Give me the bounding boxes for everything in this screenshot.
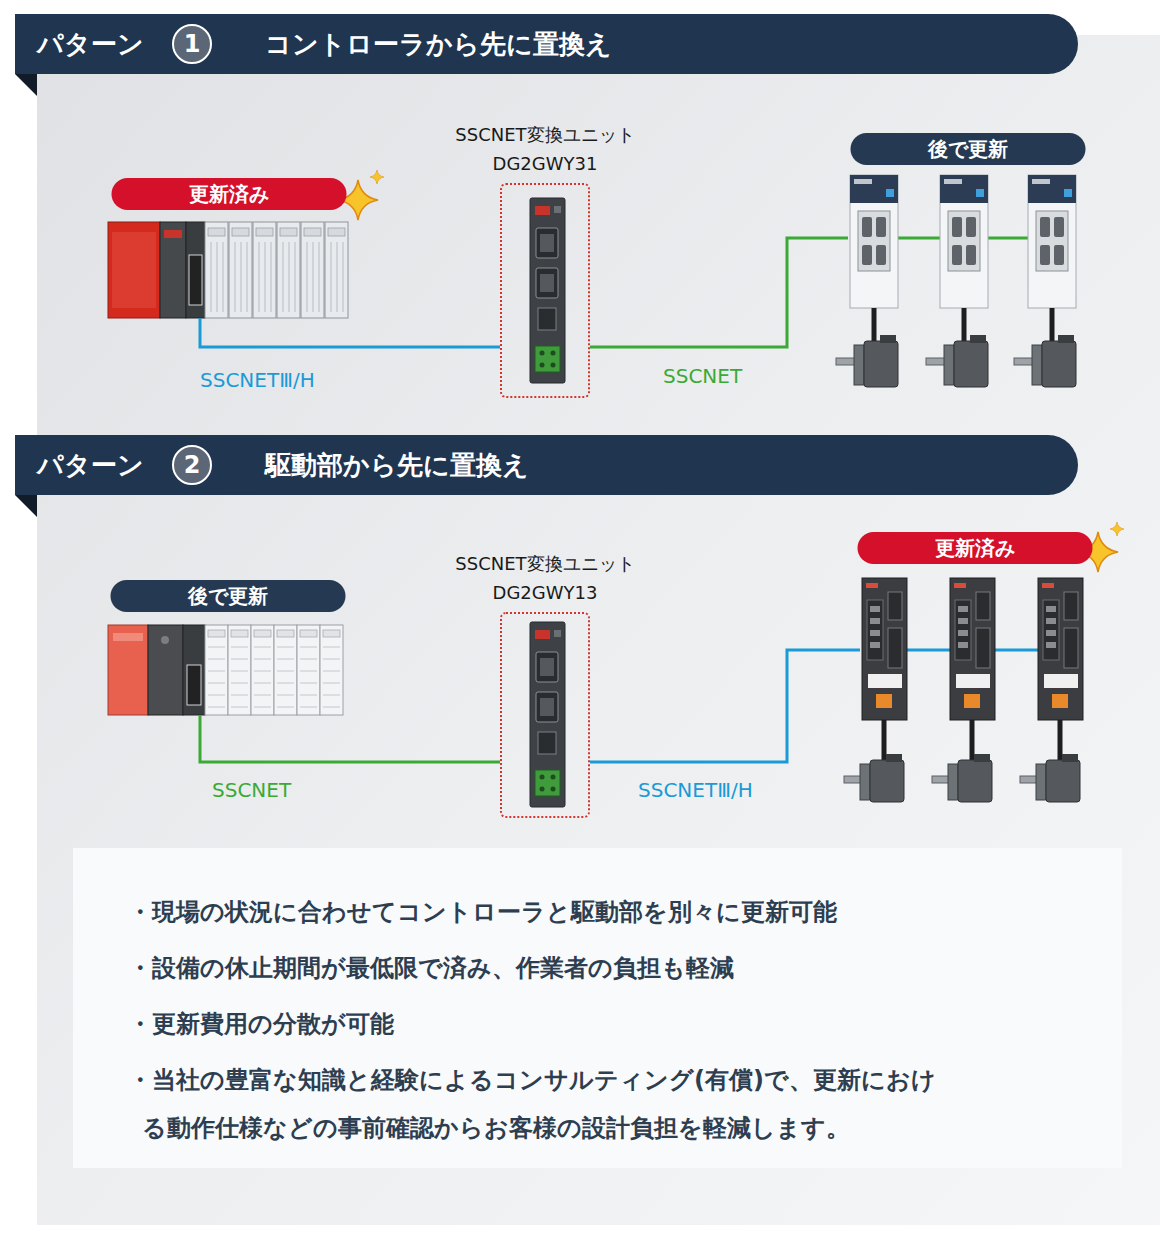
status-badge: 後で更新: [851, 133, 1086, 165]
servo-group: 更新済み: [860, 578, 1090, 800]
network-cable: [590, 650, 860, 762]
servo-group: 後で更新: [848, 175, 1088, 388]
plc-illustration: [108, 222, 348, 318]
note-box: ・現場の状況に合わせてコントローラと駆動部を別々に更新可能・設備の休止期間が最低…: [73, 848, 1122, 1168]
unit-heading: SSCNET変換ユニット DG2GWY31: [430, 121, 660, 179]
note-bullet: ・設備の休止期間が最低限で済み、作業者の負担も軽減: [128, 944, 1082, 992]
step-circle: 1: [172, 24, 212, 64]
servo-illustration: [844, 578, 1083, 802]
header-band: パターン コントローラから先に置換え 1: [15, 14, 1078, 74]
converter-unit: SSCNET変換ユニット DG2GWY13: [500, 612, 590, 818]
converter-module: [530, 198, 565, 383]
pattern-title: 駆動部から先に置換え: [265, 435, 529, 495]
unit-heading: SSCNET変換ユニット DG2GWY13: [430, 550, 660, 608]
controller-unit: 更新済み: [108, 222, 350, 318]
network-label: SSCNETⅢ/H: [200, 368, 315, 392]
step-circle: 2: [172, 445, 212, 485]
step-number: 1: [174, 26, 210, 62]
controller-unit: 後で更新: [108, 625, 348, 715]
band-fold: [15, 495, 37, 517]
pattern-word: パターン: [37, 14, 144, 74]
network-label: SSCNET: [212, 778, 291, 802]
band-fold: [15, 74, 37, 96]
converter-module: [530, 622, 565, 807]
network-label: SSCNET: [663, 364, 742, 388]
status-badge: 更新済み: [858, 532, 1093, 564]
pattern-title: コントローラから先に置換え: [265, 14, 612, 74]
servo-illustration: [836, 175, 1076, 387]
note-bullet: ・更新費用の分散が可能: [128, 1000, 1082, 1048]
step-number: 2: [174, 447, 210, 483]
network-cable: [200, 715, 500, 762]
status-badge: 更新済み: [112, 178, 347, 210]
plc-illustration: [108, 625, 343, 715]
network-cable: [200, 318, 500, 347]
note-bullet: ・現場の状況に合わせてコントローラと駆動部を別々に更新可能: [128, 888, 1082, 936]
network-cable: [590, 238, 848, 347]
pattern-word: パターン: [37, 435, 144, 495]
status-badge: 後で更新: [111, 580, 346, 612]
background-panel: [37, 35, 1160, 1225]
note-bullet: ・当社の豊富な知識と経験によるコンサルティング(有償)で、更新におけ る動作仕様…: [128, 1056, 1082, 1152]
converter-unit: SSCNET変換ユニット DG2GWY31: [500, 183, 590, 398]
header-band: パターン 駆動部から先に置換え 2: [15, 435, 1078, 495]
network-label: SSCNETⅢ/H: [638, 778, 753, 802]
